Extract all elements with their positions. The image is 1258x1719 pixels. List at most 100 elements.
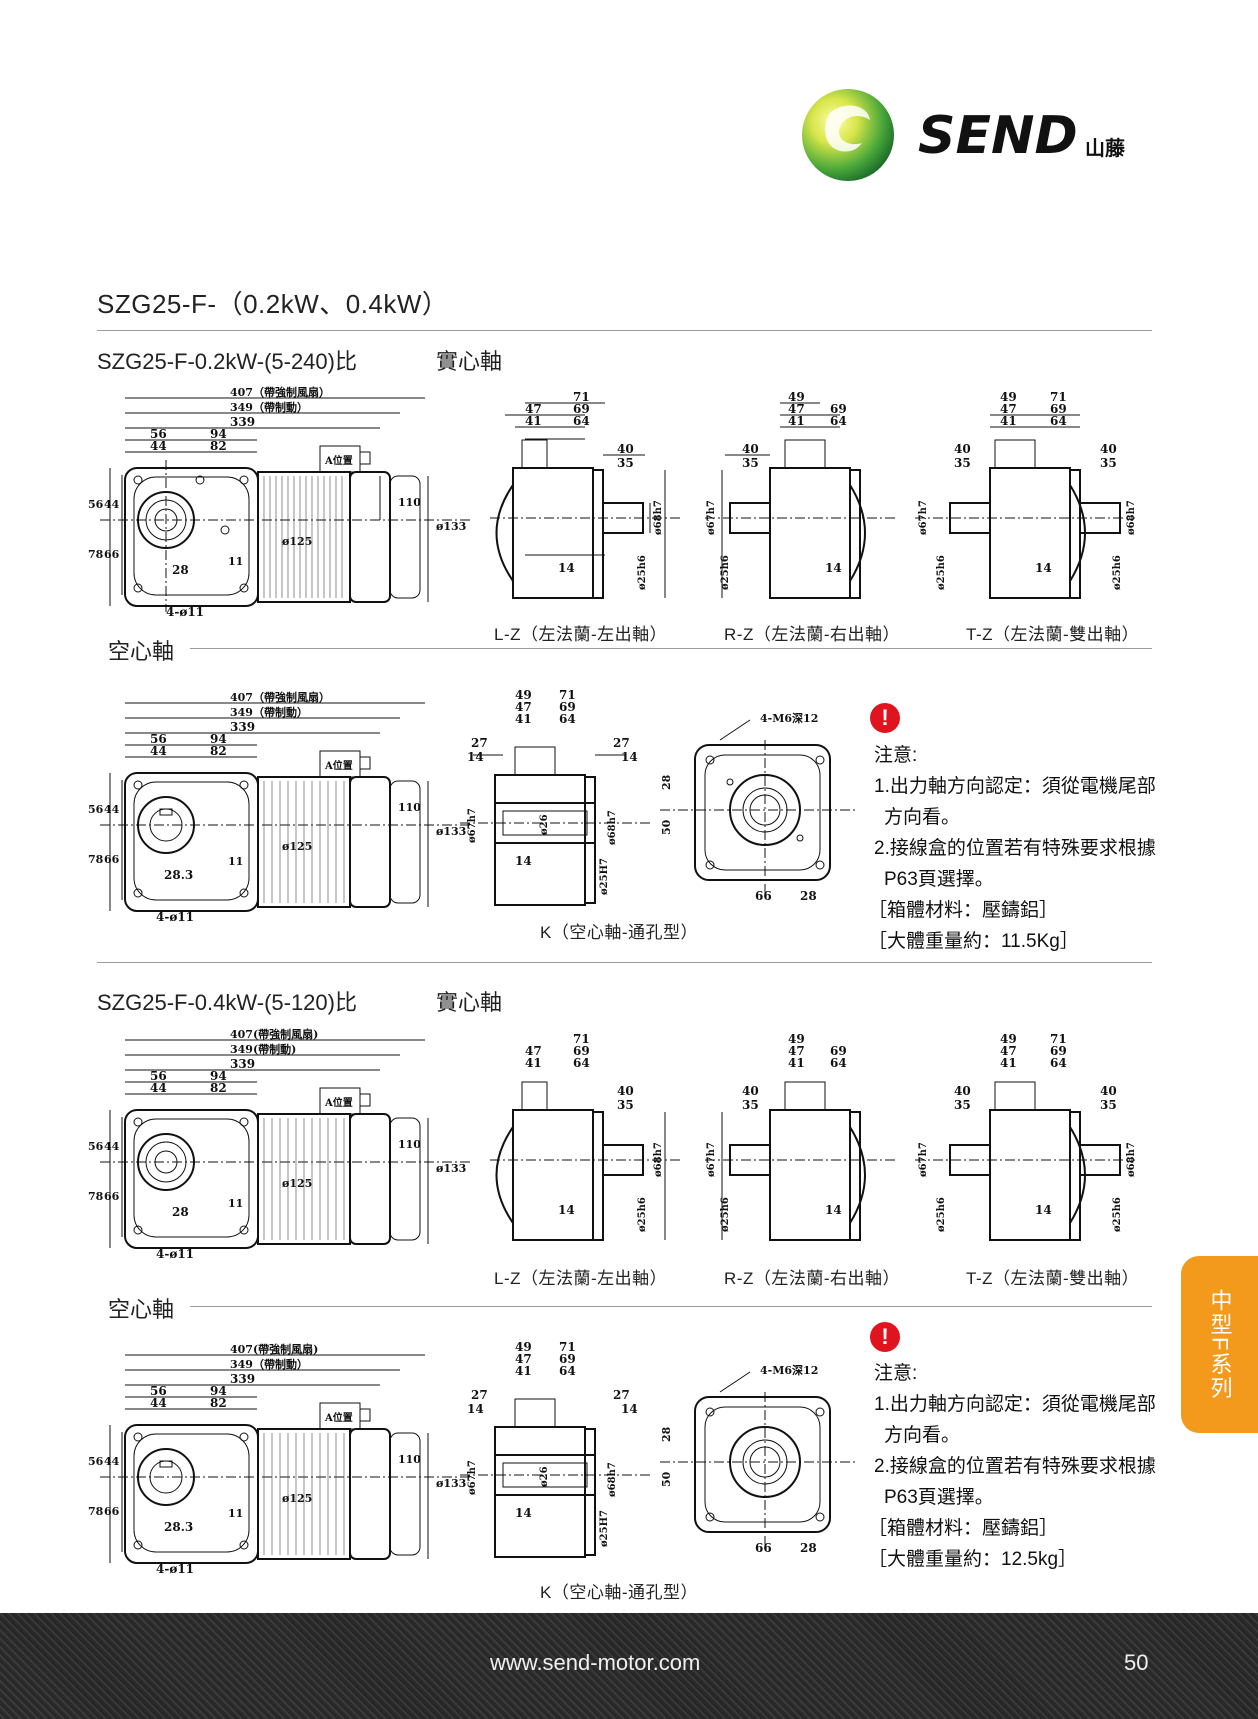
svg-text:339: 339 [230, 1057, 255, 1071]
svg-text:ø25h6: ø25h6 [936, 555, 947, 590]
weight-note: ［大體重量約：11.5Kg］ [868, 931, 1079, 952]
svg-text:ø133: ø133 [436, 1477, 466, 1490]
svg-text:56: 56 [150, 1384, 167, 1398]
svg-text:94: 94 [210, 427, 227, 441]
svg-text:66: 66 [104, 853, 120, 866]
svg-text:71: 71 [559, 688, 576, 702]
svg-text:11: 11 [228, 1507, 243, 1520]
caption-k-2: K（空心軸-通孔型） [540, 1583, 698, 1602]
svg-text:28.3: 28.3 [164, 1520, 193, 1534]
material-note: ［箱體材料：壓鑄鋁］ [868, 1518, 1059, 1539]
page-title: SZG25-F-（0.2kW、0.4kW） [97, 289, 449, 319]
svg-text:47: 47 [515, 700, 532, 714]
motor-drawing-hollow-2: 407(帶強制風扇) 349（帶制動） 339 56 94 44 82 A位置 … [80, 1337, 480, 1577]
svg-text:94: 94 [210, 1384, 227, 1398]
svg-text:ø125: ø125 [282, 535, 312, 548]
svg-text:ø68h7: ø68h7 [1126, 1142, 1137, 1177]
svg-text:71: 71 [573, 390, 590, 404]
svg-text:ø68h7: ø68h7 [653, 1142, 664, 1177]
svg-text:64: 64 [830, 414, 847, 428]
motor-drawing-solid-2: 407(帶強制風扇) 349(帶制動) 339 56 94 44 82 A位置 … [80, 1022, 480, 1262]
svg-text:41: 41 [1000, 1056, 1017, 1070]
svg-text:44: 44 [104, 498, 120, 511]
svg-text:407（帶強制風扇）: 407（帶強制風扇） [230, 385, 330, 399]
svg-text:349（帶制動）: 349（帶制動） [230, 705, 308, 719]
svg-text:44: 44 [104, 1140, 120, 1153]
svg-text:ø68h7: ø68h7 [607, 810, 618, 845]
note-line: 方向看。 [884, 1425, 961, 1446]
svg-text:41: 41 [515, 1364, 532, 1378]
svg-text:14: 14 [515, 1506, 532, 1520]
svg-text:41: 41 [525, 1056, 542, 1070]
caption-tz-2: T-Z（左法蘭-雙出軸） [966, 1269, 1140, 1288]
divider [97, 330, 1152, 331]
svg-text:14: 14 [515, 854, 532, 868]
svg-text:41: 41 [788, 1056, 805, 1070]
divider [190, 648, 1152, 649]
svg-text:94: 94 [210, 732, 227, 746]
svg-text:ø125: ø125 [282, 840, 312, 853]
svg-text:69: 69 [830, 402, 847, 416]
svg-text:40: 40 [954, 442, 971, 456]
svg-text:82: 82 [210, 744, 227, 758]
svg-text:40: 40 [742, 1084, 759, 1098]
lz-view-2: 47 41 71 69 64 40 35 14 ø68h7 ø25h6 [485, 1027, 685, 1252]
svg-text:78: 78 [88, 548, 104, 561]
svg-text:14: 14 [1035, 1203, 1052, 1217]
svg-text:ø25h6: ø25h6 [720, 555, 731, 590]
svg-text:47: 47 [788, 1044, 805, 1058]
notes-title: 注意: [874, 745, 918, 766]
notes-title: 注意: [874, 1363, 918, 1384]
svg-text:69: 69 [559, 1352, 576, 1366]
svg-text:14: 14 [1035, 561, 1052, 575]
section1-heading: SZG25-F-0.2kW-(5-240)比 [97, 349, 357, 374]
svg-text:27: 27 [471, 736, 488, 750]
svg-text:47: 47 [515, 1352, 532, 1366]
svg-text:ø67h7: ø67h7 [706, 1142, 717, 1177]
lz-view-1: 47 41 71 69 64 40 35 14 ø68h7 ø25h6 [485, 385, 685, 610]
svg-text:40: 40 [1100, 442, 1117, 456]
caption-k-1: K（空心軸-通孔型） [540, 923, 698, 942]
svg-text:14: 14 [621, 1402, 638, 1416]
svg-text:71: 71 [1050, 1032, 1067, 1046]
svg-text:A位置: A位置 [324, 454, 353, 467]
svg-text:49: 49 [788, 1032, 805, 1046]
svg-text:50: 50 [660, 819, 673, 835]
note-line: 1.出力軸方向認定：須從電機尾部 [874, 1394, 1156, 1415]
rz-view-1: 49 47 41 69 64 40 35 14 ø67h7 ø25h6 [700, 385, 900, 610]
svg-text:ø26: ø26 [539, 814, 550, 835]
svg-text:ø68h7: ø68h7 [653, 500, 664, 535]
svg-text:44: 44 [150, 1396, 167, 1410]
svg-text:69: 69 [830, 1044, 847, 1058]
svg-text:82: 82 [210, 1396, 227, 1410]
k-view-2: 49 47 41 71 69 64 27 14 27 14 14 ø67h7 ø… [455, 1337, 655, 1562]
svg-text:27: 27 [613, 1388, 630, 1402]
svg-text:71: 71 [1050, 390, 1067, 404]
flange-view-2: 4-M6深12 50 28 66 28 [660, 1362, 860, 1562]
svg-text:69: 69 [559, 700, 576, 714]
logo-sphere-icon: SEND 山藤 [802, 89, 1126, 181]
svg-text:35: 35 [1100, 1098, 1117, 1112]
svg-text:66: 66 [755, 889, 772, 903]
svg-text:28: 28 [660, 774, 673, 790]
svg-text:56: 56 [150, 427, 167, 441]
svg-text:ø26: ø26 [539, 1466, 550, 1487]
svg-text:ø25h6: ø25h6 [637, 555, 648, 590]
svg-text:44: 44 [150, 439, 167, 453]
svg-text:ø25h6: ø25h6 [936, 1197, 947, 1232]
note-line: 2.接線盒的位置若有特殊要求根據 [874, 838, 1156, 859]
svg-text:14: 14 [467, 1402, 484, 1416]
caption-rz-1: R-Z（左法蘭-右出軸） [724, 625, 900, 644]
svg-text:47: 47 [525, 1044, 542, 1058]
svg-text:ø25h6: ø25h6 [1112, 1197, 1123, 1232]
series-side-tab-label: 中型F系列 [1207, 1288, 1233, 1401]
svg-text:A位置: A位置 [324, 1096, 353, 1109]
svg-text:64: 64 [573, 1056, 590, 1070]
notes-2: 注意: 1.出力軸方向認定：須從電機尾部 方向看。 2.接線盒的位置若有特殊要求… [868, 1358, 1156, 1575]
weight-note: ［大體重量約：12.5kg］ [868, 1549, 1078, 1570]
svg-text:69: 69 [1050, 1044, 1067, 1058]
svg-text:35: 35 [954, 456, 971, 470]
svg-text:47: 47 [1000, 1044, 1017, 1058]
svg-text:64: 64 [559, 712, 576, 726]
footer-url[interactable]: www.send-motor.com [490, 1650, 701, 1675]
